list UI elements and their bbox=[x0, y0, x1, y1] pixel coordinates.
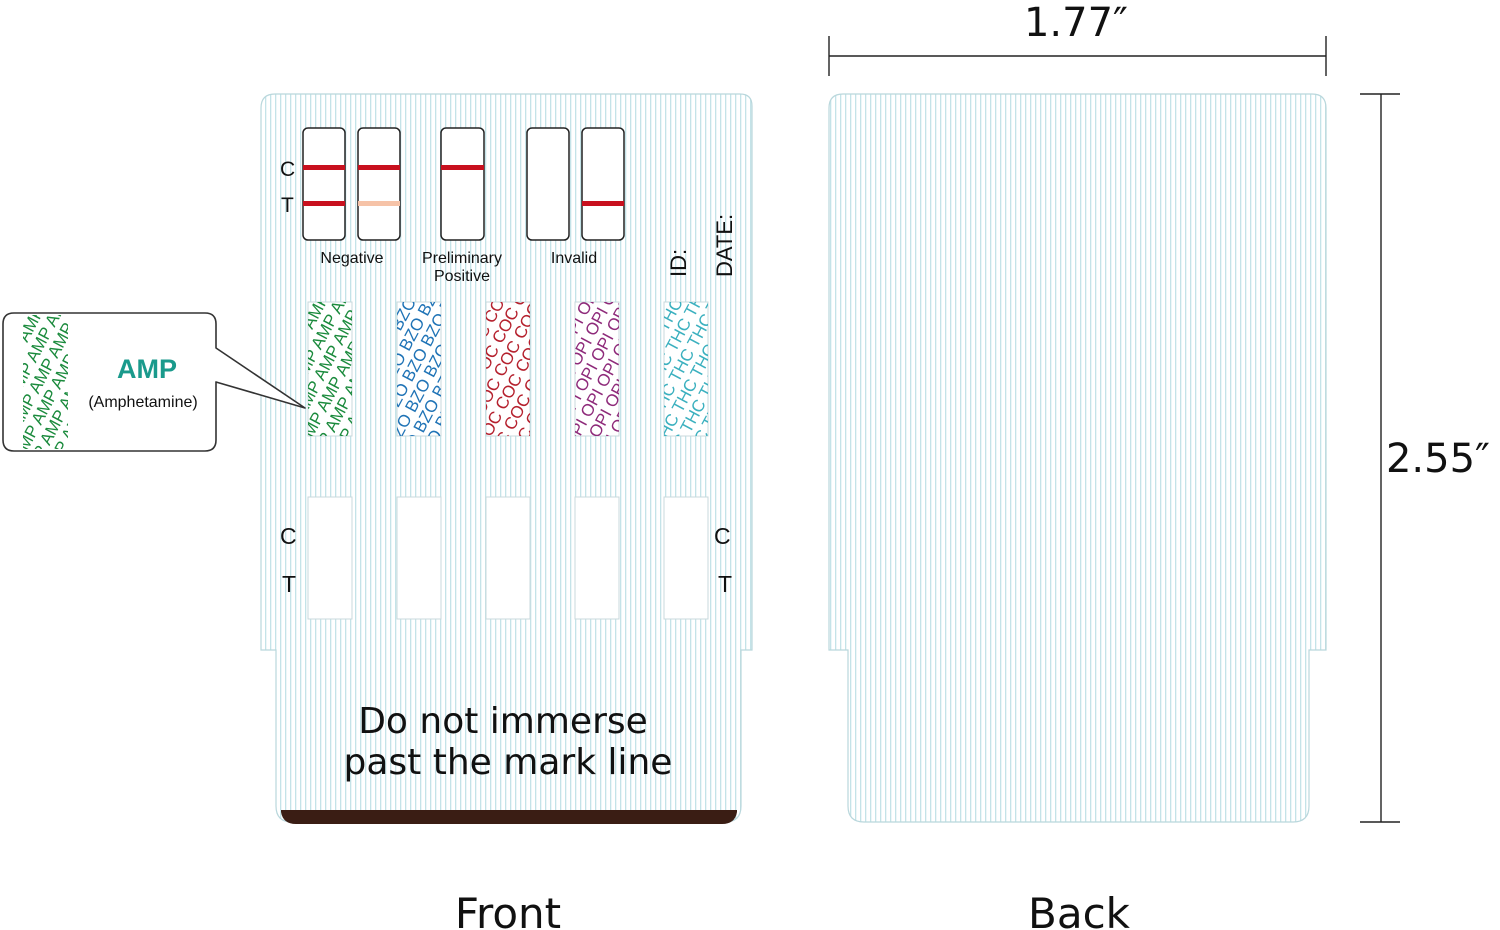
label-invalid: Invalid bbox=[551, 250, 597, 267]
back-card-body bbox=[828, 93, 1327, 823]
instruction-line-2: past the mark line bbox=[344, 742, 673, 783]
drug-pad-opi: OPI OPI OPI OPI OPI OPI OPI OPI OPI OPI … bbox=[574, 301, 620, 437]
result-window bbox=[663, 496, 709, 620]
guide-window-positive bbox=[440, 127, 485, 241]
guide-t-label: T bbox=[281, 194, 294, 217]
window-t-label-left: T bbox=[282, 571, 296, 597]
label-positive: Positive bbox=[434, 268, 490, 285]
drug-pad-coc: COC COC COC COC COC COC COC COC COC COC … bbox=[485, 301, 531, 437]
back-card bbox=[828, 93, 1327, 823]
guide-c-label: C bbox=[280, 158, 295, 181]
label-negative: Negative bbox=[320, 250, 383, 267]
result-guide: C T Negative Preliminary Positive Invali… bbox=[280, 127, 625, 285]
result-window bbox=[307, 496, 353, 620]
guide-t-line bbox=[582, 201, 624, 206]
result-window bbox=[396, 496, 442, 620]
drug-pad-thc: THC THC THC THC THC THC THC THC THC THC … bbox=[663, 301, 709, 437]
window-c-label-left: C bbox=[280, 523, 297, 549]
id-label: ID: bbox=[666, 249, 691, 277]
window-t-label-right: T bbox=[718, 571, 732, 597]
callout-code: AMP bbox=[117, 354, 177, 384]
guide-faint-t-line bbox=[358, 201, 400, 206]
front-caption: Front bbox=[455, 889, 561, 930]
height-dimension: 2.55″ bbox=[1360, 93, 1490, 823]
width-label: 1.77″ bbox=[1024, 0, 1128, 46]
guide-c-line bbox=[358, 165, 400, 170]
drug-pad-amp: AMP AMP AMP AMP AMP AMP AMP AMP AMP AMP … bbox=[307, 301, 353, 437]
result-window bbox=[485, 496, 531, 620]
result-window bbox=[574, 496, 620, 620]
label-preliminary: Preliminary bbox=[422, 250, 502, 267]
date-label: DATE: bbox=[712, 214, 737, 277]
guide-t-line bbox=[303, 201, 345, 206]
guide-window-negative-2 bbox=[357, 127, 401, 241]
callout-bubble bbox=[2, 312, 306, 452]
guide-window-invalid-1 bbox=[526, 127, 570, 241]
base-band bbox=[281, 810, 737, 824]
result-windows: C T C T bbox=[280, 496, 732, 620]
drug-pads: AMP AMP AMP AMP AMP AMP AMP AMP AMP AMP … bbox=[307, 301, 709, 437]
height-label: 2.55″ bbox=[1386, 436, 1490, 482]
callout-name: (Amphetamine) bbox=[88, 394, 197, 411]
drug-pad-bzo: BZO BZO BZO BZO BZO BZO BZO BZO BZO BZO … bbox=[396, 301, 442, 437]
guide-c-line bbox=[303, 165, 345, 170]
back-caption: Back bbox=[1028, 889, 1131, 930]
guide-window-invalid-2 bbox=[581, 127, 625, 241]
amp-callout: AMP AMP AMP AMP AMP AMP AMP AMP AMP AMP … bbox=[2, 312, 306, 452]
width-dimension: 1.77″ bbox=[828, 0, 1327, 76]
instruction-line-1: Do not immerse bbox=[358, 701, 648, 742]
guide-window-negative-1 bbox=[302, 127, 346, 241]
window-c-label-right: C bbox=[714, 523, 731, 549]
front-card bbox=[260, 93, 753, 824]
guide-c-line bbox=[441, 165, 484, 170]
